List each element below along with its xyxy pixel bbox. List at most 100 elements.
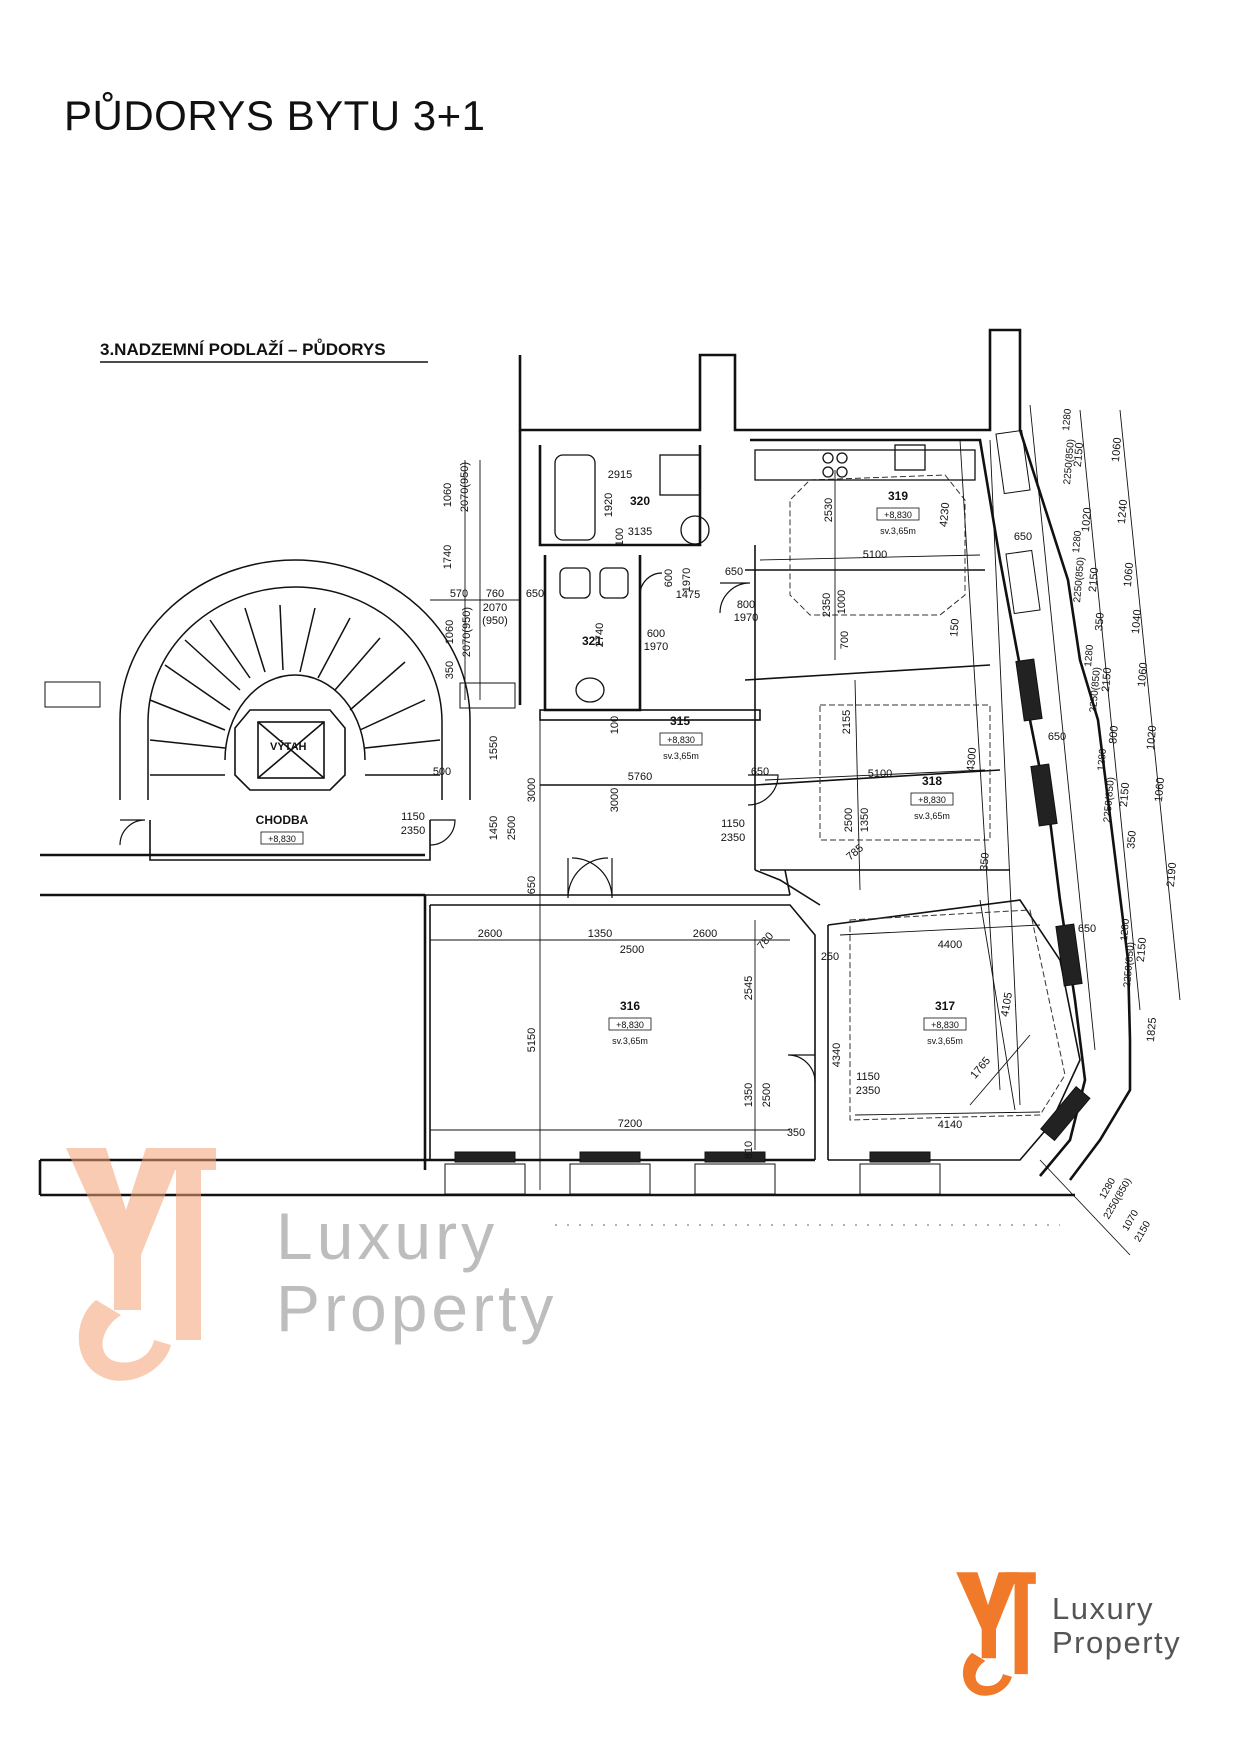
- svg-text:4340: 4340: [831, 1043, 843, 1067]
- svg-text:1280: 1280: [1071, 530, 1084, 554]
- svg-text:3000: 3000: [609, 788, 621, 812]
- svg-text:sv.3,65m: sv.3,65m: [880, 526, 916, 536]
- svg-text:600: 600: [647, 628, 665, 640]
- svg-text:1280: 1280: [1061, 408, 1074, 432]
- bathroom-fixtures: [554, 444, 976, 703]
- svg-text:+8,830: +8,830: [884, 510, 912, 520]
- svg-text:4105: 4105: [999, 991, 1015, 1017]
- elevator-shaft: [234, 709, 346, 791]
- svg-text:650: 650: [751, 766, 769, 778]
- svg-text:5100: 5100: [868, 768, 892, 780]
- svg-text:2190: 2190: [1165, 862, 1179, 887]
- svg-text:5100: 5100: [863, 549, 887, 561]
- svg-text:1060: 1060: [444, 620, 456, 644]
- room-levels: +8,830 sv.3,65m +8,830 sv.3,65m +8,830 s…: [260, 507, 967, 1046]
- svg-text:2155: 2155: [841, 710, 853, 734]
- svg-text:1350: 1350: [743, 1083, 755, 1107]
- svg-text:2250(850): 2250(850): [1062, 439, 1077, 485]
- svg-text:5150: 5150: [526, 1028, 538, 1052]
- doors: [119, 572, 816, 1083]
- svg-text:2500: 2500: [761, 1083, 773, 1107]
- svg-text:2740: 2740: [594, 623, 606, 647]
- svg-text:1060: 1060: [1110, 437, 1124, 462]
- svg-text:1150: 1150: [856, 1071, 880, 1083]
- interior-walls: [149, 545, 1081, 1161]
- svg-text:1550: 1550: [488, 736, 500, 760]
- room-318: 318: [922, 774, 942, 788]
- corridor-label: CHODBA: [256, 813, 309, 827]
- svg-text:+8,830: +8,830: [931, 1020, 959, 1030]
- svg-text:650: 650: [526, 588, 544, 600]
- radiators: [454, 658, 1091, 1163]
- right-dimension-chain-3: 1280 2250(850) 1280 2250(850) 1280 2250(…: [1061, 408, 1137, 988]
- svg-text:350: 350: [1125, 830, 1139, 849]
- svg-text:2350: 2350: [721, 832, 745, 844]
- staircase: [119, 559, 471, 800]
- svg-text:2150: 2150: [1135, 937, 1149, 962]
- room-319: 319: [888, 489, 908, 503]
- svg-text:650: 650: [725, 566, 743, 578]
- svg-text:2150: 2150: [1087, 567, 1101, 592]
- svg-text:650: 650: [1078, 923, 1096, 935]
- svg-text:1060: 1060: [442, 483, 454, 507]
- room-labels: 320 321 315 319 318 316 317 CHODBA: [256, 489, 956, 1013]
- svg-text:4300: 4300: [965, 747, 979, 772]
- svg-text:1350: 1350: [859, 808, 871, 832]
- svg-text:2250(850): 2250(850): [1122, 942, 1137, 988]
- svg-text:1020: 1020: [1080, 507, 1094, 532]
- svg-text:1280: 1280: [1096, 748, 1109, 772]
- svg-text:1060: 1060: [1136, 662, 1150, 687]
- svg-text:1475: 1475: [676, 589, 700, 601]
- room-315: 315: [670, 714, 690, 728]
- svg-text:2530: 2530: [823, 498, 835, 522]
- svg-text:sv.3,65m: sv.3,65m: [663, 751, 699, 761]
- svg-text:+8,830: +8,830: [616, 1020, 644, 1030]
- svg-text:1000: 1000: [836, 590, 848, 614]
- svg-text:2150: 2150: [1118, 782, 1132, 807]
- elevator-label: VÝTAH: [270, 740, 307, 753]
- svg-text:1740: 1740: [442, 545, 454, 569]
- floor-label: 3.NADZEMNÍ PODLAŽÍ – PŮDORYS: [100, 339, 386, 359]
- svg-text:2600: 2600: [478, 928, 502, 940]
- svg-text:800: 800: [737, 599, 755, 611]
- svg-text:1350: 1350: [588, 928, 612, 940]
- svg-text:1970: 1970: [644, 641, 668, 653]
- svg-text:350: 350: [978, 852, 992, 871]
- page-title: PŮDORYS BYTU 3+1: [64, 92, 486, 139]
- svg-text:3000: 3000: [526, 778, 538, 802]
- svg-text:2500: 2500: [506, 816, 518, 840]
- dimension-lines: [430, 404, 1181, 1256]
- right-dimension-chain-1: 1060 1240 1060 1040 1060 1020 1060 2190: [1110, 437, 1179, 887]
- svg-text:+8,830: +8,830: [667, 735, 695, 745]
- svg-text:700: 700: [839, 631, 851, 649]
- svg-text:760: 760: [486, 588, 504, 600]
- room-321: 321: [582, 634, 602, 648]
- svg-text:4230: 4230: [938, 502, 952, 527]
- svg-text:1240: 1240: [1116, 499, 1130, 524]
- svg-text:1280: 1280: [1119, 918, 1132, 942]
- svg-text:2250(850): 2250(850): [1072, 557, 1087, 603]
- svg-text:1060: 1060: [1153, 777, 1167, 802]
- svg-text:1150: 1150: [721, 818, 745, 830]
- svg-text:500: 500: [433, 766, 451, 778]
- ceiling-outlines: [789, 474, 1066, 1121]
- svg-text:250: 250: [821, 951, 839, 963]
- svg-text:2500: 2500: [620, 944, 644, 956]
- svg-text:2500: 2500: [843, 808, 855, 832]
- svg-text:5760: 5760: [628, 771, 652, 783]
- svg-text:2350: 2350: [401, 825, 425, 837]
- svg-text:100: 100: [609, 716, 621, 734]
- svg-text:1040: 1040: [1130, 609, 1144, 634]
- svg-text:150: 150: [948, 618, 962, 637]
- watermark-logo-mark: [66, 1148, 216, 1381]
- svg-text:1060: 1060: [1122, 562, 1136, 587]
- svg-text:350: 350: [787, 1127, 805, 1139]
- svg-text:1825: 1825: [1145, 1017, 1159, 1042]
- svg-text:1280: 1280: [1083, 644, 1096, 668]
- svg-text:350: 350: [1093, 612, 1107, 631]
- svg-text:sv.3,65m: sv.3,65m: [914, 811, 950, 821]
- svg-text:+8,830: +8,830: [268, 834, 296, 844]
- brand-logo: Luxury Property: [950, 1568, 1200, 1698]
- svg-text:785: 785: [844, 842, 866, 863]
- svg-text:1970: 1970: [734, 612, 758, 624]
